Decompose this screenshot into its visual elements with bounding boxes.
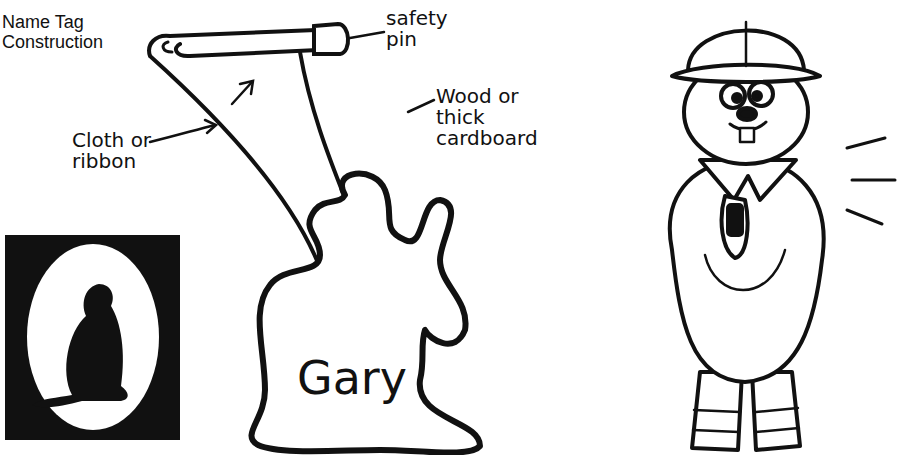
name-text: Gary <box>297 355 407 401</box>
beaver-body <box>670 160 824 382</box>
logo-oval <box>27 244 159 430</box>
helmet-ridge <box>745 22 748 66</box>
arrow-head <box>205 120 216 133</box>
leader-line <box>408 100 434 112</box>
beaver-eye <box>749 82 773 106</box>
pin-head <box>314 24 348 54</box>
beaver-eye <box>721 84 745 108</box>
ribbon-edge <box>300 52 345 198</box>
leader-line <box>150 125 215 142</box>
beaver-cartoon <box>670 22 895 450</box>
beaver-teeth <box>740 128 754 142</box>
pupil <box>753 92 761 100</box>
neckerchief <box>700 160 796 200</box>
diagram-title: Name Tag Construction <box>2 12 122 52</box>
pin-wire <box>176 44 318 56</box>
tag-shape <box>251 174 480 453</box>
pin-hook <box>163 42 172 52</box>
beaver-nose <box>738 108 756 120</box>
belly-line <box>705 250 785 290</box>
safety-pin <box>149 24 348 56</box>
ribbon-edge <box>150 56 320 268</box>
logo-panel <box>5 235 180 440</box>
pupil <box>733 94 741 102</box>
beaver-silhouette <box>32 284 128 407</box>
mini-tag <box>728 205 742 235</box>
motion-lines <box>847 138 895 224</box>
helmet-brim <box>672 65 820 82</box>
beaver-logo <box>5 235 180 440</box>
callout-label: Wood or thick cardboard <box>436 86 558 149</box>
leader-line <box>232 82 252 104</box>
leader-line <box>350 32 384 38</box>
callout-label: safety pin <box>386 8 466 50</box>
arrow-head <box>240 81 253 94</box>
callout-label: Cloth or ribbon <box>72 130 172 172</box>
beaver-arm <box>722 196 748 258</box>
leg-stripes <box>693 408 799 432</box>
